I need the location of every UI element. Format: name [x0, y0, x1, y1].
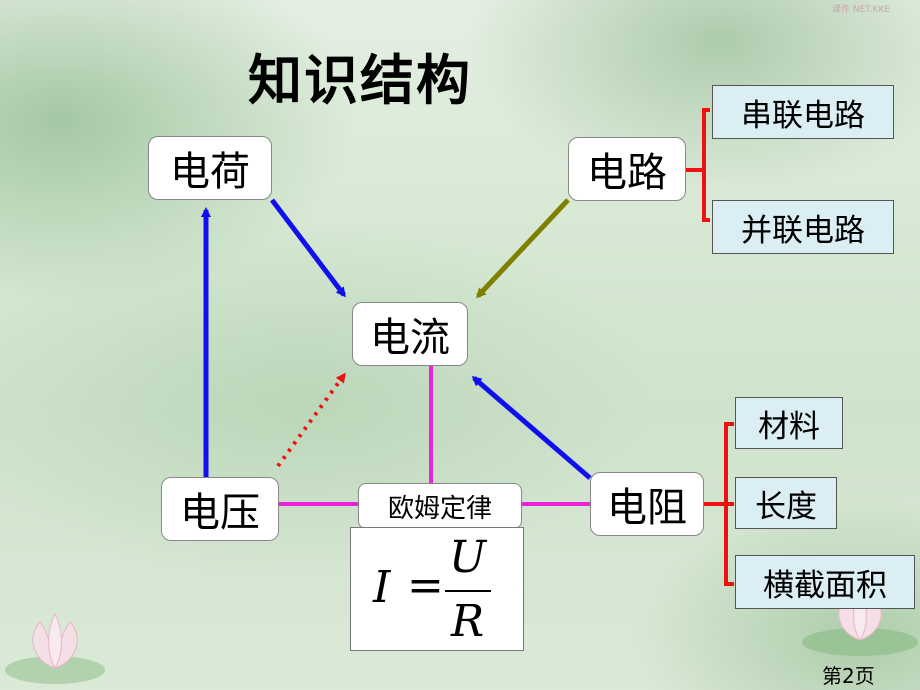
- box-cross-section: 横截面积: [735, 555, 915, 609]
- node-charge: 电荷: [148, 136, 272, 200]
- node-circuit: 电路: [568, 137, 686, 201]
- arrow-voltage-to-current-dotted: [276, 372, 346, 468]
- slide-title: 知识结构: [248, 49, 472, 112]
- box-length: 长度: [735, 477, 837, 529]
- formula-current-symbol: I: [373, 562, 391, 613]
- watermark-logo: 课件 NET.KKE: [832, 5, 891, 15]
- formula-fraction-bar: [445, 590, 491, 592]
- lotus-flower-icon: [5, 612, 105, 684]
- box-series-circuit: 串联电路: [712, 85, 894, 139]
- box-material: 材料: [735, 397, 843, 449]
- ohms-law-formula: I = U R: [350, 527, 524, 651]
- bracket-circuit: [686, 108, 710, 222]
- node-voltage: 电压: [161, 477, 279, 541]
- node-resistance: 电阻: [590, 472, 704, 536]
- page-number: 第2页: [822, 664, 875, 688]
- box-parallel-circuit: 并联电路: [712, 200, 894, 254]
- arrow-charge-to-current: [270, 198, 346, 298]
- arrow-resistance-to-current: [471, 376, 592, 480]
- formula-denominator: R: [451, 596, 485, 647]
- ohms-law-label: 欧姆定律: [358, 483, 522, 529]
- node-current: 电流: [352, 302, 468, 366]
- formula-numerator: U: [449, 532, 487, 583]
- formula-equals: =: [407, 560, 444, 611]
- arrow-circuit-to-current: [475, 198, 570, 299]
- bracket-resistance: [704, 422, 734, 586]
